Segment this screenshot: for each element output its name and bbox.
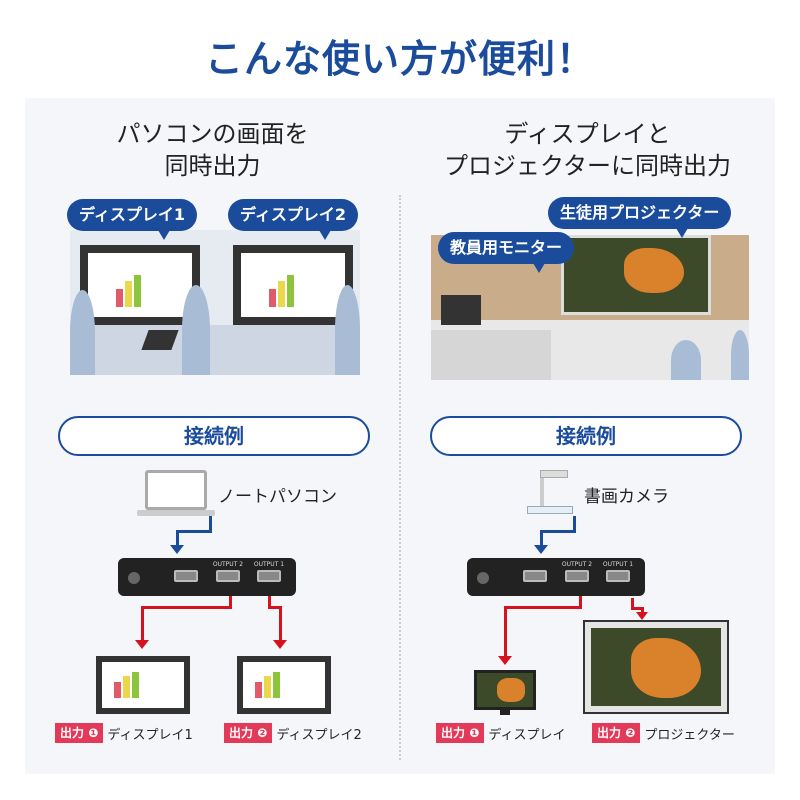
output-tag: 出力 ❶ [55,723,104,743]
teacher-monitor-icon [441,295,481,325]
bubble-teacher-monitor: 教員用モニター [438,232,575,273]
right-connection-label: 接続例 [430,416,742,456]
column-divider [399,195,401,760]
display2-image [233,245,353,325]
port-label-output2: OUTPUT 2 [212,561,244,568]
bubble-student-projector: 生徒用プロジェクター [548,197,732,238]
output-projector-icon [583,620,729,714]
port-label-output1: OUTPUT 1 [602,561,634,568]
hdmi-splitter-left: OUTPUT 2 OUTPUT 1 [118,558,296,596]
output2-label-left: 出力 ❷ ディスプレイ2 [224,723,362,743]
output-display-icon [474,670,536,710]
output2-label-right: 出力 ❷ プロジェクター [592,723,735,743]
laptop-icon [145,470,207,510]
right-heading-line1: ディスプレイと [504,120,671,148]
output-tag: 出力 ❶ [436,723,485,743]
page-title: こんな使い方が便利！ [204,37,595,81]
output-display1-icon [96,656,190,714]
port-label-output2: OUTPUT 2 [561,561,593,568]
bubble-display1: ディスプレイ1 [67,199,198,240]
source-label-laptop: ノートパソコン [218,487,337,507]
left-heading: パソコンの画面を 同時出力 [25,118,400,182]
hdmi-splitter-right: OUTPUT 2 OUTPUT 1 [467,558,645,596]
right-heading: ディスプレイと プロジェクターに同時出力 [400,118,775,182]
left-heading-line1: パソコンの画面を [116,120,309,148]
output1-label-left: 出力 ❶ ディスプレイ1 [55,723,193,743]
right-heading-line2: プロジェクターに同時出力 [443,152,732,180]
output-display2-icon [237,656,331,714]
port-label-output1: OUTPUT 1 [253,561,285,568]
bubble-display2: ディスプレイ2 [228,199,359,240]
left-connection-label: 接続例 [58,416,370,456]
projector-screen-image [561,235,711,315]
document-camera-icon [522,470,574,515]
output1-label-right: 出力 ❶ ディスプレイ [436,723,565,743]
source-label-camera: 書画カメラ [584,487,669,507]
output-tag: 出力 ❷ [224,723,273,743]
left-scene [70,230,360,375]
output-tag: 出力 ❷ [592,723,641,743]
left-heading-line2: 同時出力 [164,152,261,180]
